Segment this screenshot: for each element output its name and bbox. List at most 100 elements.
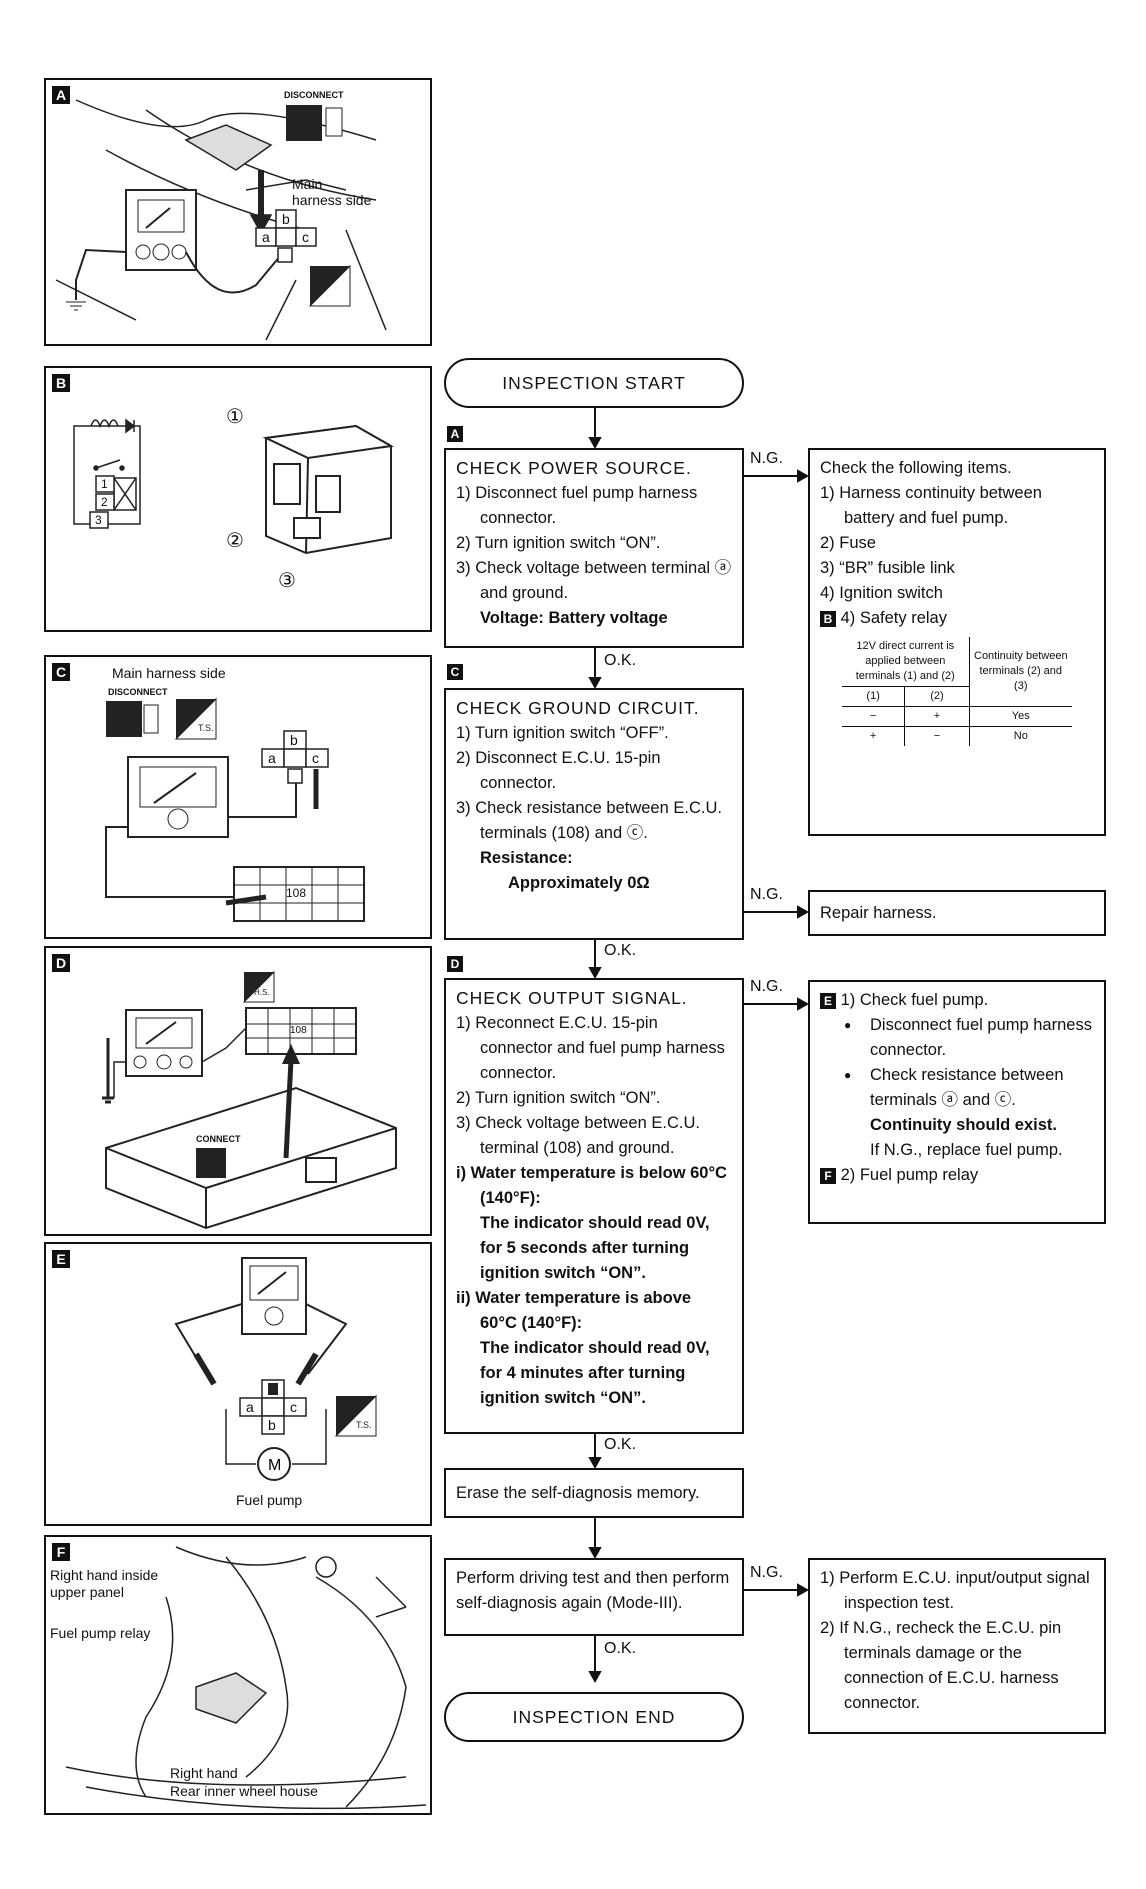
relay-table-col-1: (1) <box>842 686 906 707</box>
panel-a-terminal-a: a <box>262 229 270 245</box>
check-item-5: B 4) Safety relay <box>820 606 1094 631</box>
output-ng-label: N.G. <box>748 978 785 996</box>
panel-f-tag: F <box>52 1543 70 1561</box>
panel-a-drawing <box>55 99 387 341</box>
power-ok-label: O.K. <box>602 652 639 670</box>
check-ground-circuit-box: CHECK GROUND CIRCUIT. 1) Turn ignition s… <box>444 688 744 940</box>
panel-a-terminal-c: c <box>302 229 309 245</box>
panel-c-terminal-a: a <box>268 750 276 766</box>
panel-c-terminal-c: c <box>312 750 319 766</box>
repair-harness-text: Repair harness. <box>820 904 937 922</box>
output-step-3: 3) Check voltage between E.C.U. terminal… <box>456 1114 700 1157</box>
power-step-2: 2) Turn ignition switch “ON”. <box>456 534 661 552</box>
panel-d-illustration: D H.S. 108 CONNECT <box>44 946 432 1236</box>
panel-d-connect-label: CONNECT <box>196 1134 241 1144</box>
panel-e-caption: Fuel pump <box>236 1492 303 1508</box>
pump-step-2: F 2) Fuel pump relay <box>820 1163 1094 1188</box>
pump-bullet-1: Disconnect fuel pump harness connector. <box>844 1013 1094 1063</box>
check-power-source-title: CHECK POWER SOURCE. <box>456 458 692 478</box>
check-item-1: 1) Harness continuity between battery an… <box>820 484 1042 527</box>
driving-ng-label: N.G. <box>748 1564 785 1582</box>
panel-c-title: Main harness side <box>112 665 226 681</box>
panel-a-illustration: A DISCONNECT M <box>44 78 432 346</box>
ground-step-1: 1) Turn ignition switch “OFF”. <box>456 724 669 742</box>
check-power-source-box: CHECK POWER SOURCE. 1) Disconnect fuel p… <box>444 448 744 648</box>
panel-b-drawing <box>73 418 395 555</box>
pump-tag-f: F <box>820 1168 836 1184</box>
check-item-5-label: 4) Safety relay <box>840 609 947 627</box>
pump-step-1: E 1) Check fuel pump. <box>820 988 1094 1013</box>
check-item-2: 2) Fuse <box>820 534 876 552</box>
panel-f-illustration: F Right hand inside upper panel Fuel pum… <box>44 1535 432 1815</box>
output-step-2: 2) Turn ignition switch “ON”. <box>456 1089 661 1107</box>
ground-ok-label: O.K. <box>602 942 639 960</box>
final-step-1: 1) Perform E.C.U. input/output signal in… <box>820 1569 1090 1612</box>
panel-e-terminal-c: c <box>290 1399 297 1415</box>
flow-tag-a: A <box>447 426 463 442</box>
inspection-start: INSPECTION START <box>444 358 744 408</box>
driving-test-text: Perform driving test and then perform se… <box>456 1569 730 1612</box>
panel-c-ts-label: T.S. <box>198 723 214 733</box>
panel-b-illustration: B 1 2 3 ① ② ③ <box>44 366 432 632</box>
ground-ng-label: N.G. <box>748 886 785 904</box>
ground-spec-label: Resistance: <box>480 849 573 867</box>
panel-d-ecu-terminal: 108 <box>290 1025 307 1036</box>
relay-table-col-2: (2) <box>904 686 970 707</box>
panel-c-tag: C <box>52 663 70 681</box>
final-step-2: 2) If N.G., recheck the E.C.U. pin termi… <box>820 1619 1062 1712</box>
pump-bullet-2: Check resistance between terminals ⓐ and… <box>844 1063 1094 1113</box>
panel-e-drawing: M <box>174 1257 377 1481</box>
panel-c-ecu-terminal: 108 <box>286 886 307 900</box>
panel-c-disconnect: DISCONNECT <box>108 687 168 697</box>
check-output-signal-box: CHECK OUTPUT SIGNAL. 1) Reconnect E.C.U.… <box>444 978 744 1434</box>
panel-b-callout-2: ② <box>226 530 244 552</box>
driving-test-box: Perform driving test and then perform se… <box>444 1558 744 1636</box>
output-text-i: The indicator should read 0V, for 5 seco… <box>480 1214 710 1282</box>
relay-table-header-1: 12V direct current is applied between te… <box>842 637 970 687</box>
relay-table-cell: − <box>842 706 906 727</box>
panel-e-illustration: E M a c b T.S. Fuel pump <box>44 1242 432 1526</box>
panel-a-tag: A <box>52 86 70 104</box>
panel-b-callout-1: ① <box>226 406 244 428</box>
panel-b-tag: B <box>52 374 70 392</box>
panel-d-tag: D <box>52 954 70 972</box>
panel-d-hs-label: H.S. <box>254 988 270 997</box>
check-ground-circuit-title: CHECK GROUND CIRCUIT. <box>456 698 700 718</box>
power-ng-label: N.G. <box>748 450 785 468</box>
output-cond-ii: ii) Water temperature is above 60°C (140… <box>456 1289 692 1332</box>
erase-memory-text: Erase the self-diagnosis memory. <box>456 1484 700 1502</box>
driving-ok-label: O.K. <box>602 1640 639 1658</box>
panel-f-wheel-house-label-2: Rear inner wheel house <box>170 1783 318 1799</box>
output-ok-label: O.K. <box>602 1436 639 1454</box>
check-items-box: Check the following items. 1) Harness co… <box>808 448 1106 836</box>
relay-table-cell: + <box>904 706 970 727</box>
panel-e-terminal-a: a <box>246 1399 254 1415</box>
final-recheck-box: 1) Perform E.C.U. input/output signal in… <box>808 1558 1106 1734</box>
check-output-signal-title: CHECK OUTPUT SIGNAL. <box>456 988 688 1008</box>
pump-spec: Continuity should exist. <box>870 1116 1058 1134</box>
panel-c-drawing <box>105 697 365 922</box>
power-step-3: 3) Check voltage between terminal ⓐ and … <box>456 559 732 602</box>
panel-b-callout-3: ③ <box>278 570 296 592</box>
panel-b-pin-3: 3 <box>95 513 102 527</box>
repair-harness-box: Repair harness. <box>808 890 1106 936</box>
pump-tag-e: E <box>820 993 836 1009</box>
panel-f-relay-label: Fuel pump relay <box>50 1625 151 1641</box>
panel-b-pin-2: 2 <box>101 495 108 509</box>
output-cond-i: i) Water temperature is below 60°C (140°… <box>456 1164 727 1207</box>
relay-table-header-2: Continuity between terminals (2) and (3) <box>968 637 1072 707</box>
panel-f-drawing <box>65 1546 427 1810</box>
panel-c-illustration: C Main harness side DISCONNECT <box>44 655 432 939</box>
pump-step-2-text: 2) Fuel pump relay <box>840 1166 979 1184</box>
svg-text:M: M <box>268 1457 281 1474</box>
pump-if-ng: If N.G., replace fuel pump. <box>870 1141 1063 1159</box>
ground-step-2: 2) Disconnect E.C.U. 15-pin connector. <box>456 749 661 792</box>
panel-d-drawing <box>102 970 397 1230</box>
panel-a-disconnect-label: DISCONNECT <box>284 90 344 100</box>
check-item-5-tag: B <box>820 611 836 627</box>
panel-a-harness-label: Main harness side <box>292 176 372 208</box>
output-step-1: 1) Reconnect E.C.U. 15-pin connector and… <box>456 1014 725 1082</box>
panel-a-terminal-b: b <box>282 211 290 227</box>
flow-tag-c: C <box>447 664 463 680</box>
erase-memory-box: Erase the self-diagnosis memory. <box>444 1468 744 1518</box>
